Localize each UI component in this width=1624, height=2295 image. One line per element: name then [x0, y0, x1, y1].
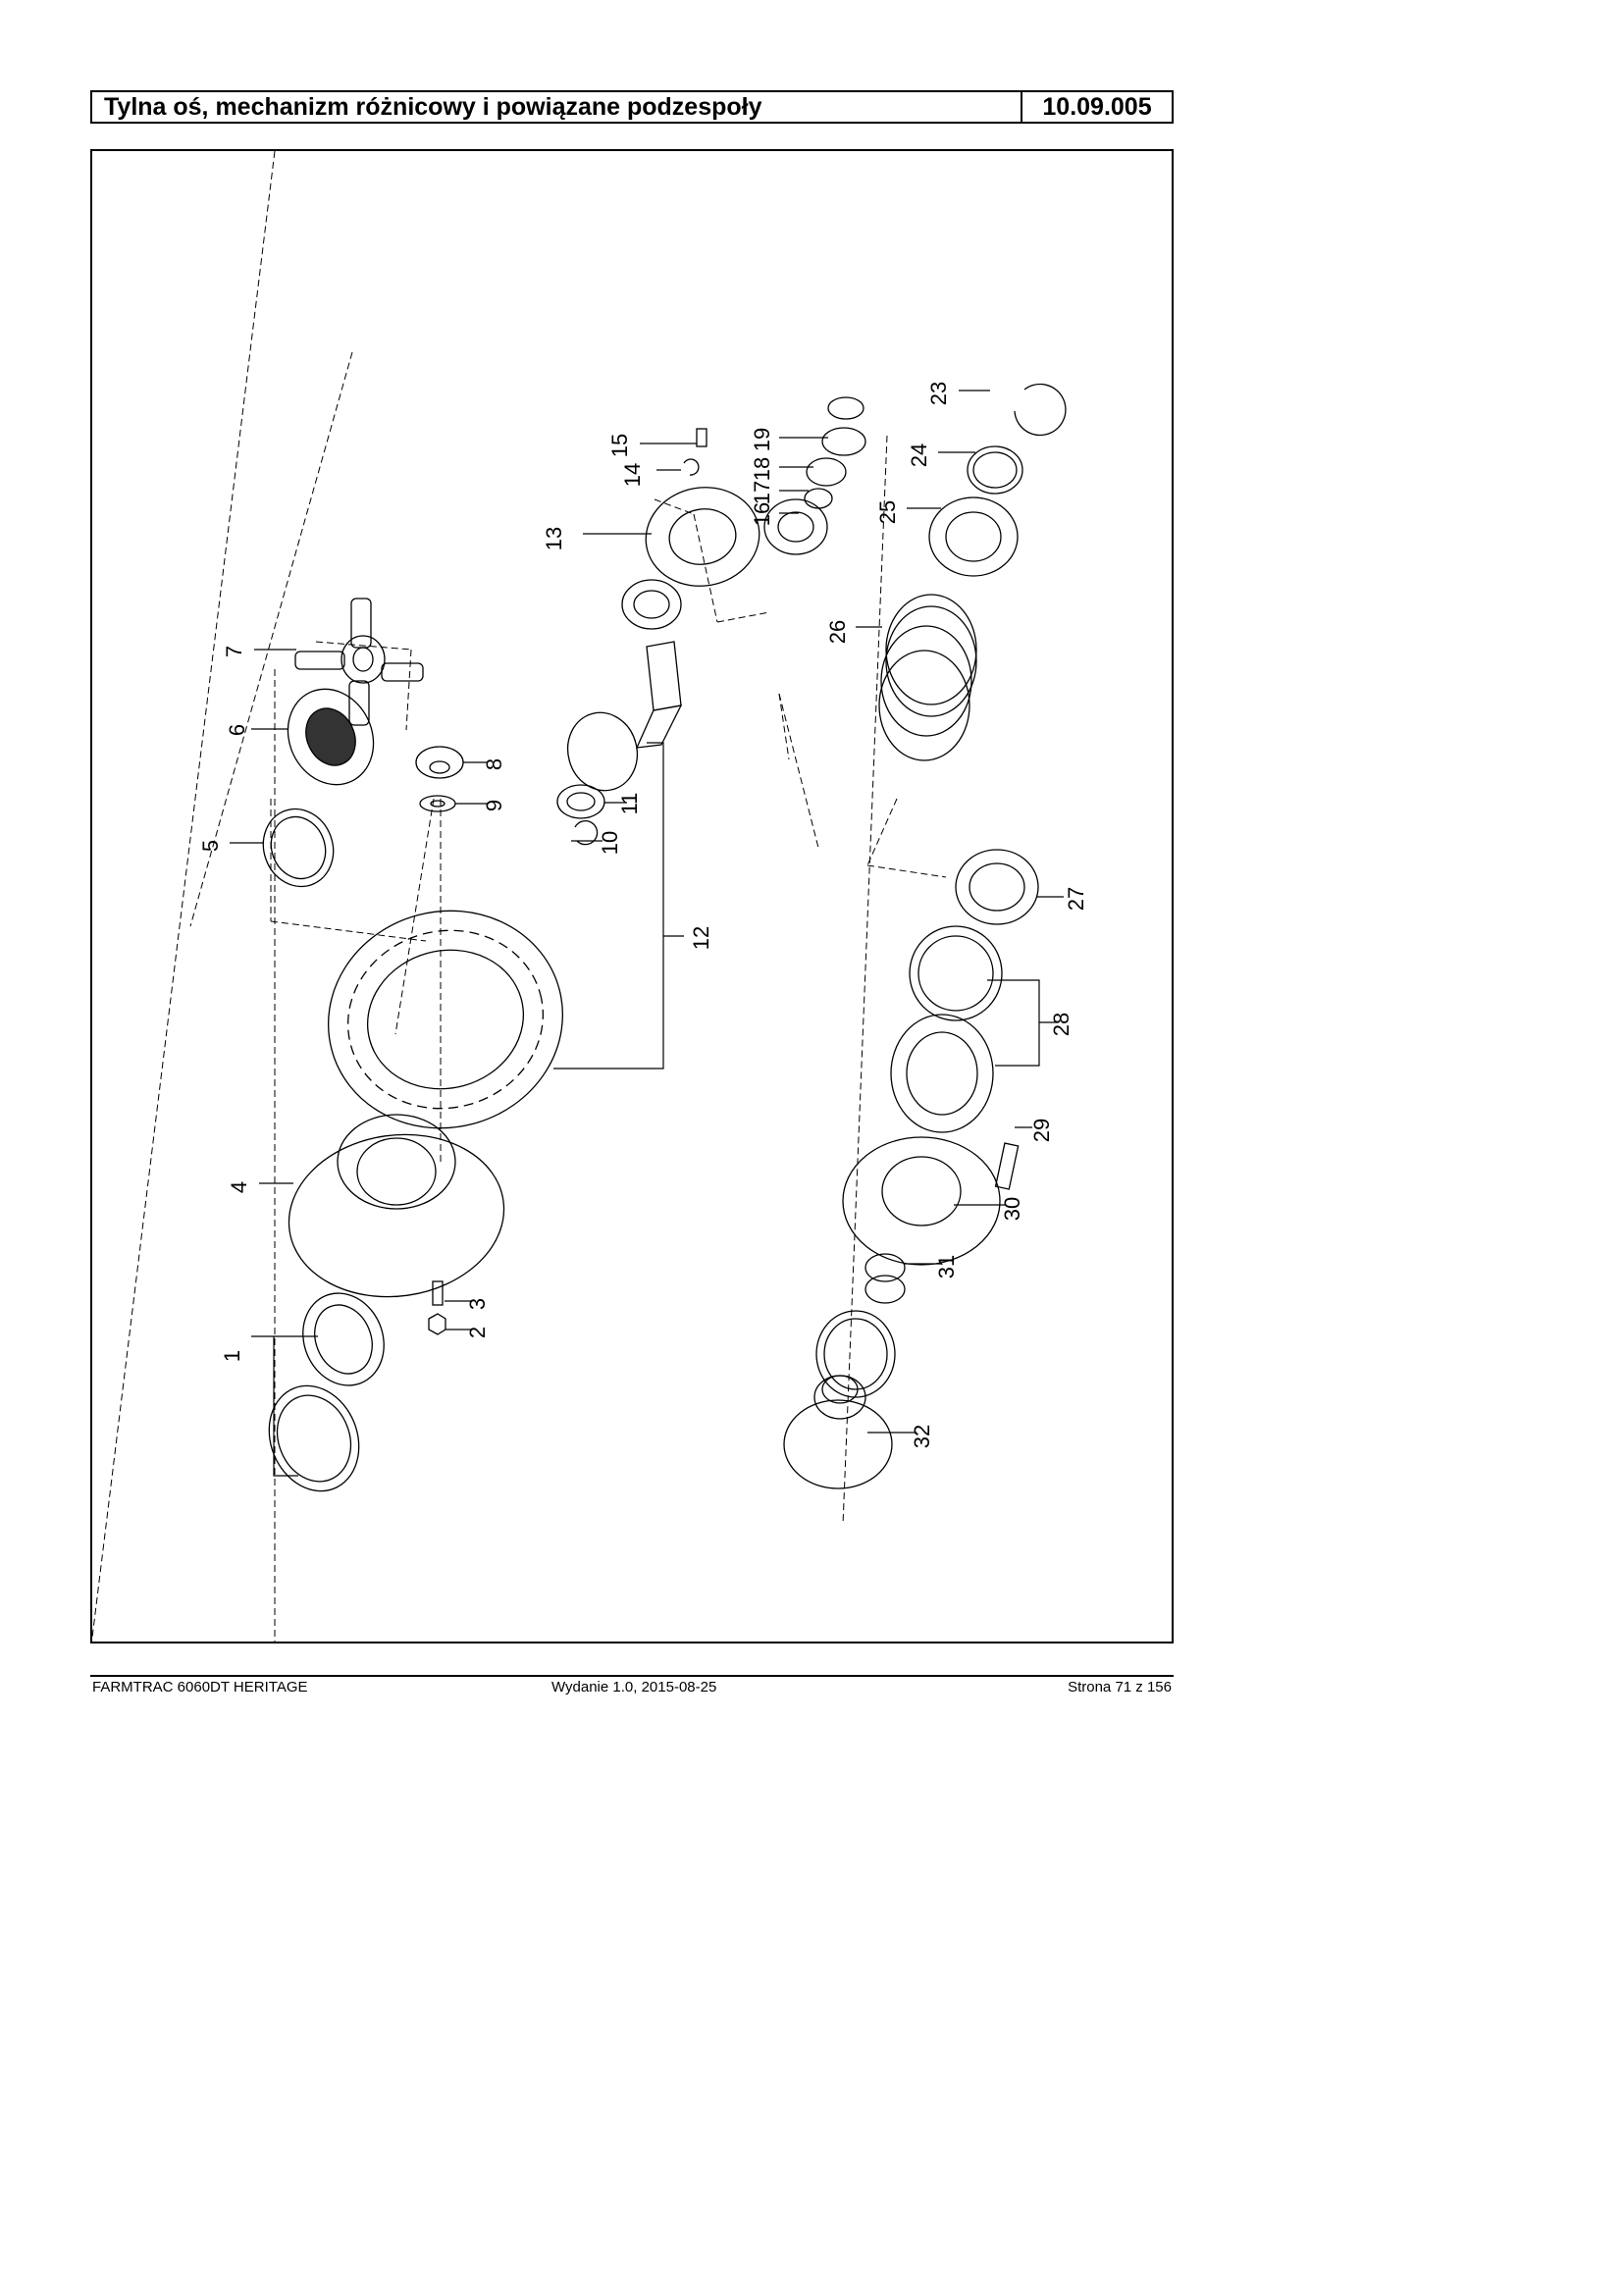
- callout-18: 18: [750, 457, 774, 481]
- callout-2: 2: [465, 1327, 490, 1338]
- callout-7: 7: [222, 646, 246, 657]
- callout-29: 29: [1029, 1119, 1054, 1142]
- callout-12: 12: [689, 926, 713, 950]
- callout-23: 23: [926, 382, 951, 405]
- section-code: 10.09.005: [1042, 93, 1152, 121]
- callout-27: 27: [1064, 887, 1088, 911]
- callout-16: 16: [750, 502, 774, 526]
- footer-edition: Wydanie 1.0, 2015-08-25: [551, 1679, 717, 1695]
- exploded-parts-diagram: 1234567891011121314151617181923242526272…: [92, 151, 1088, 1642]
- callout-9: 9: [482, 800, 506, 811]
- page-header: Tylna oś, mechanizm różnicowy i powiązan…: [90, 90, 1174, 124]
- callout-19: 19: [750, 428, 774, 451]
- callout-24: 24: [907, 443, 931, 467]
- callout-14: 14: [620, 463, 645, 487]
- page-title: Tylna oś, mechanizm różnicowy i powiązan…: [92, 92, 1022, 122]
- callout-15: 15: [607, 434, 632, 457]
- callout-26: 26: [825, 620, 850, 644]
- callout-11: 11: [617, 793, 642, 815]
- callout-3: 3: [465, 1298, 490, 1310]
- callout-8: 8: [482, 758, 506, 770]
- callout-13: 13: [542, 527, 566, 550]
- callout-5: 5: [198, 840, 223, 852]
- callout-4: 4: [227, 1181, 251, 1193]
- callout-10: 10: [598, 831, 622, 855]
- callout-17: 17: [750, 481, 774, 504]
- callout-30: 30: [1000, 1197, 1024, 1221]
- callout-31: 31: [934, 1255, 959, 1278]
- callout-32: 32: [910, 1425, 934, 1448]
- footer-model: FARMTRAC 6060DT HERITAGE: [92, 1679, 308, 1695]
- callout-1: 1: [220, 1350, 244, 1362]
- callout-6: 6: [225, 724, 249, 736]
- footer-rule: [90, 1675, 1174, 1677]
- footer-page-number: Strona 71 z 156: [1068, 1679, 1172, 1695]
- callout-28: 28: [1049, 1013, 1074, 1036]
- callout-25: 25: [875, 500, 900, 524]
